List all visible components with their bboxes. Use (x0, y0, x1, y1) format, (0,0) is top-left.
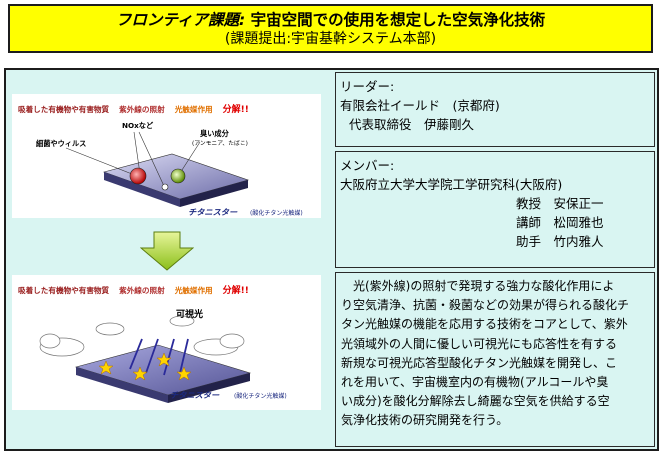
description-line: 気浄化技術の研究開発を行う。 (341, 413, 509, 428)
leader-person: 代表取締役 伊藤剛久 (349, 117, 475, 132)
label-titanister-sub: (酸化チタン光触媒) (250, 209, 303, 217)
member-name: 松岡雅也 (553, 215, 604, 230)
member-org: 大阪府立大学大学院工学研究科(大阪府) (340, 177, 563, 192)
label-visible-light: 可視光 (176, 308, 203, 320)
caption-uv-2: 紫外線の照射 (119, 286, 165, 295)
figure-caption-row: 吸着した有機物や有害物質紫外線の照射光触媒作用分解!! (18, 102, 249, 115)
description-line: れを用いて、宇宙機室内の有機物(アルコールや臭 (341, 375, 609, 390)
description-line: 新規な可視光応答型酸化チタン光触媒を開発し、こ (341, 355, 618, 370)
member-name: 竹内雅人 (553, 234, 604, 249)
text-column: リーダー: 有限会社イールド (京都府) 代表取締役 伊藤剛久 メンバー: 大阪… (335, 72, 655, 447)
main-panel: NOxなど 細菌やウィルス 臭い成分 (アンモニア、たばこ) チタニスター (酸… (4, 68, 659, 451)
caption-adsorbed: 吸着した有機物や有害物質 (18, 105, 110, 114)
caption-decompose: 分解!! (222, 105, 249, 115)
description-line: 光領域外の人間に優しい可視光にも応答性を有する (341, 336, 618, 351)
member-role: 助手 (516, 234, 542, 249)
member-row: 助手 竹内雅人 (340, 232, 654, 251)
member-box: メンバー: 大阪府立大学大学院工学研究科(大阪府) 教授 安保正一 講師 松岡雅… (335, 151, 655, 268)
caption-photocatalysis-2: 光触媒作用 (174, 286, 213, 295)
visible-light-figure: 可視光 チタニスター (酸化チタン光触媒) 吸着した有機物や有害物質紫外線の照射… (12, 275, 321, 410)
member-role: 教授 (516, 196, 542, 211)
caption-decompose-2: 分解!! (222, 286, 249, 296)
label-bacteria: 細菌やウィルス (36, 139, 86, 148)
description-line: 光(紫外線)の照射で発現する強力な酸化作用によ (341, 279, 615, 293)
title-subtitle: (課題提出:宇宙基幹システム本部) (224, 31, 437, 47)
label-odor-sub: (アンモニア、たばこ) (192, 139, 248, 147)
title-main: 宇宙空間での使用を想定した空気浄化技術 (250, 11, 546, 29)
label-titanister: チタニスター (188, 207, 238, 217)
description-line: い成分)を酸化分解除去し綺麗な空気を供給する空 (341, 394, 610, 409)
illustration-area: NOxなど 細菌やウィルス 臭い成分 (アンモニア、たばこ) チタニスター (酸… (6, 70, 330, 449)
member-name: 安保正一 (553, 196, 604, 211)
caption-adsorbed-2: 吸着した有機物や有害物質 (18, 286, 110, 295)
title-line: フロンティア課題: 宇宙空間での使用を想定した空気浄化技術 (10, 11, 651, 30)
description-line: タン光触媒の機能を応用する技術をコアとして、紫外 (341, 317, 628, 332)
member-heading: メンバー: (340, 158, 395, 173)
uv-photocatalysis-figure: NOxなど 細菌やウィルス 臭い成分 (アンモニア、たばこ) チタニスター (酸… (12, 94, 321, 218)
label-odor: 臭い成分 (200, 129, 230, 138)
member-row: 講師 松岡雅也 (340, 213, 654, 232)
leader-box: リーダー: 有限会社イールド (京都府) 代表取締役 伊藤剛久 (335, 72, 655, 147)
label-titanister-2: チタニスター (170, 390, 220, 400)
figure-caption-row-2: 吸着した有機物や有害物質紫外線の照射光触媒作用分解!! (18, 283, 249, 296)
title-prefix: フロンティア課題: (115, 11, 246, 29)
description-line: り空気清浄、抗菌・殺菌などの効果が得られる酸化チ (341, 298, 630, 313)
label-nox: NOxなど (122, 121, 154, 130)
down-arrow-icon (140, 231, 194, 271)
title-banner: フロンティア課題: 宇宙空間での使用を想定した空気浄化技術 (課題提出:宇宙基幹… (8, 4, 653, 53)
caption-uv: 紫外線の照射 (119, 105, 165, 114)
caption-photocatalysis: 光触媒作用 (174, 105, 213, 114)
member-row: 教授 安保正一 (340, 194, 654, 213)
leader-company: 有限会社イールド (京都府) (340, 98, 500, 113)
member-role: 講師 (516, 215, 542, 230)
leader-heading: リーダー: (340, 79, 395, 94)
titania-plate-uv-diagram: NOxなど 細菌やウィルス 臭い成分 (アンモニア、たばこ) チタニスター (酸… (36, 121, 303, 217)
label-titanister-sub-2: (酸化チタン光触媒) (234, 392, 287, 400)
description-box: 光(紫外線)の照射で発現する強力な酸化作用によ り空気清浄、抗菌・殺菌などの効果… (335, 272, 655, 447)
titania-plate-visible-diagram: 可視光 チタニスター (酸化チタン光触媒) (39, 308, 287, 403)
